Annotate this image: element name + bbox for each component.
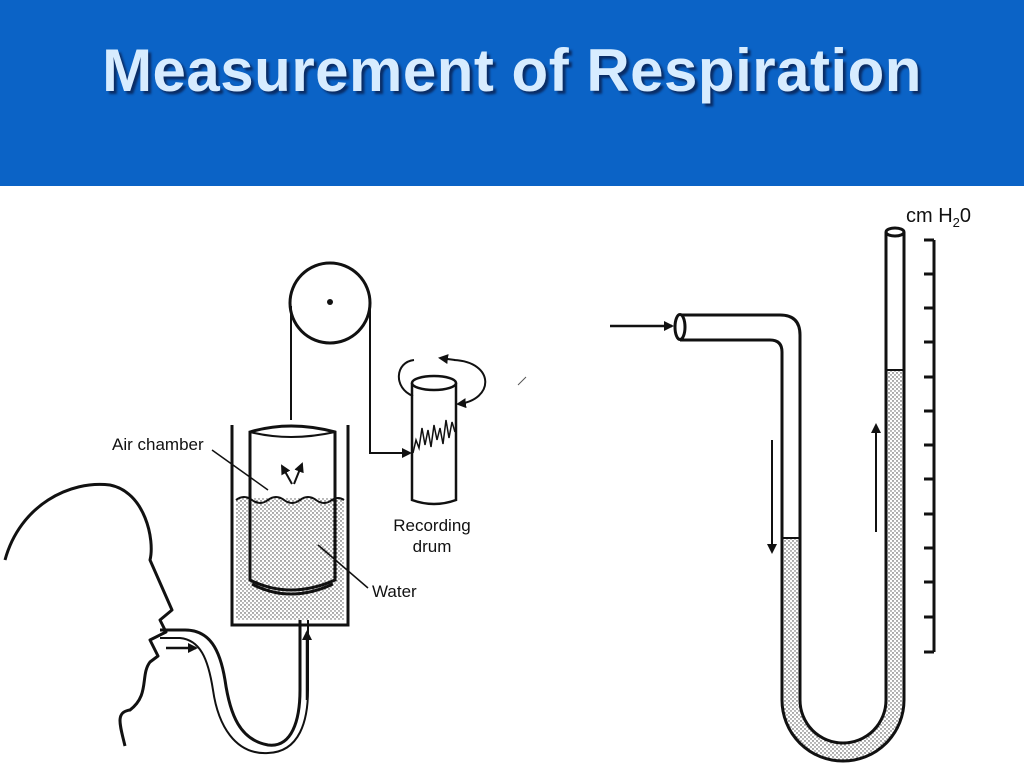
scale-unit-label: cm H20 [906, 205, 971, 230]
manometer-fluid [782, 369, 904, 761]
pulley-wheel [288, 261, 372, 345]
human-head-silhouette [3, 482, 174, 747]
label-air-chamber: Air chamber [112, 435, 204, 454]
u-tube-manometer [673, 226, 906, 763]
label-leaders [211, 449, 369, 589]
label-drum: drum [413, 537, 452, 556]
stray-mark [517, 376, 527, 386]
breathing-tube [160, 502, 309, 755]
title-banner: Measurement of Respiration [0, 0, 1024, 186]
scale-unit-subscript: 2 [953, 215, 960, 230]
air-chamber-bell [248, 424, 337, 596]
rotation-arrow [453, 359, 487, 409]
respiration-trace [412, 419, 456, 454]
label-recording: Recording [393, 516, 471, 535]
water-tank [230, 425, 350, 627]
scale-unit-cm: cm H [906, 205, 953, 227]
label-water: Water [372, 582, 417, 601]
slide-title: Measurement of Respiration [102, 37, 922, 104]
pressure-scale [924, 238, 936, 654]
scale-unit-o: 0 [960, 205, 971, 227]
recording-drum [397, 354, 487, 506]
bubble-arrows [281, 462, 304, 485]
